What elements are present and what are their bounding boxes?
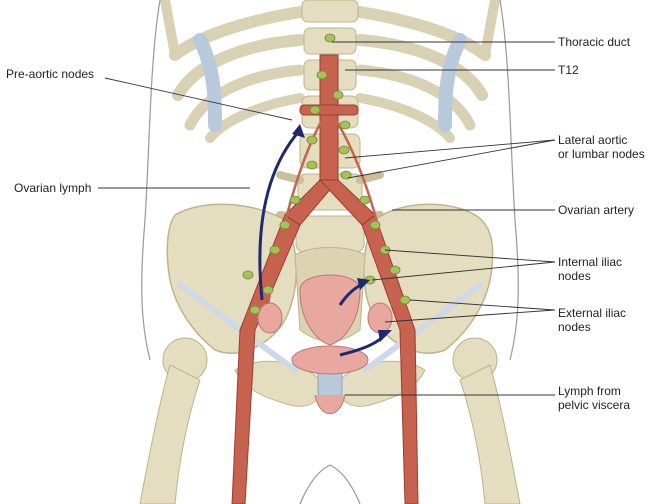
label-thoracic-duct: Thoracic duct — [558, 35, 631, 49]
femurs — [139, 337, 521, 504]
label-line: Lateral aortic — [558, 133, 628, 147]
label-pre-aortic-nodes: Pre-aortic nodes — [6, 67, 95, 81]
body-outline — [141, 0, 519, 504]
label-internal-iliac-nodes: Internal iliac nodes — [558, 255, 622, 283]
label-ovarian-lymph: Ovarian lymph — [14, 181, 92, 195]
arteries — [231, 54, 419, 504]
label-ovarian-artery: Ovarian artery — [558, 203, 635, 217]
label-line: nodes — [558, 269, 591, 283]
lymph-nodes — [242, 33, 411, 315]
label-line: Internal iliac — [558, 255, 623, 269]
label-lateral-aortic-nodes: Lateral aortic or lumbar nodes — [558, 133, 645, 161]
leader-lines — [98, 41, 556, 396]
inguinal-ligaments — [177, 282, 483, 373]
label-line: nodes — [558, 320, 591, 334]
label-line: pelvic viscera — [558, 398, 631, 412]
label-lymph-pelvic-viscera: Lymph from pelvic viscera — [558, 384, 630, 412]
label-external-iliac-nodes: External iliac nodes — [558, 306, 626, 334]
arrow-heads — [292, 124, 392, 342]
label-t12: T12 — [558, 63, 579, 77]
label-line: or lumbar nodes — [558, 147, 645, 161]
label-line: Lymph from — [558, 384, 621, 398]
label-line: External iliac — [558, 306, 627, 320]
